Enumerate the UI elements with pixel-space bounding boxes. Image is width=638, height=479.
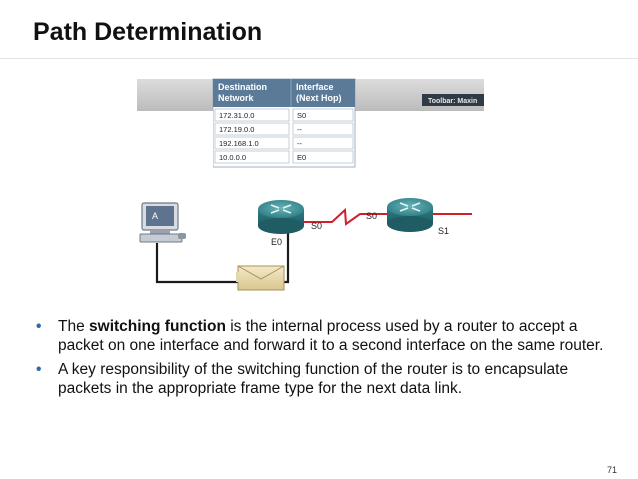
- table-cell: 172.31.0.0: [219, 111, 254, 120]
- bullet-item: • The switching function is the internal…: [36, 317, 606, 355]
- table-cell: --: [297, 125, 302, 134]
- table-cell: E0: [297, 153, 306, 162]
- router-2-icon: [387, 198, 433, 232]
- bullet-list: • The switching function is the internal…: [36, 317, 606, 403]
- router-1-icon: [258, 200, 304, 234]
- computer-icon: A: [139, 202, 186, 243]
- title-divider: [0, 58, 638, 59]
- header-destination-line1: Destination: [218, 82, 267, 92]
- table-header: [213, 79, 355, 107]
- toolbar-label: Toolbar: Maxin: [428, 98, 477, 105]
- table-cell: S0: [297, 111, 306, 120]
- table-cell: 10.0.0.0: [219, 153, 246, 162]
- table-cell: 172.19.0.0: [219, 125, 254, 134]
- router-1-s0-label: S0: [311, 221, 322, 231]
- bullet-item: • A key responsibility of the switching …: [36, 360, 606, 398]
- table-cell: --: [297, 139, 302, 148]
- serial-link: [302, 207, 472, 226]
- bullet-dot: •: [36, 361, 42, 378]
- envelope-icon: [236, 265, 285, 291]
- table-row: 192.168.1.0 --: [214, 136, 354, 150]
- bullet-dot: •: [36, 318, 42, 335]
- header-interface-line2: (Next Hop): [296, 93, 342, 103]
- table-cell: 192.168.1.0: [219, 139, 259, 148]
- router-2-s1-label: S1: [438, 226, 449, 236]
- header-interface-line1: Interface: [296, 82, 334, 92]
- page-number: 71: [607, 465, 618, 475]
- host-label: A: [152, 211, 158, 221]
- header-destination-line2: Network: [218, 93, 255, 103]
- ethernet-cable: [155, 232, 290, 284]
- page-title: Path Determination: [33, 18, 263, 46]
- table-row: 10.0.0.0 E0: [214, 150, 354, 164]
- routing-table: Destination Network Interface (Next Hop)…: [212, 78, 356, 168]
- bullet-text: The switching function is the internal p…: [58, 318, 604, 354]
- bullet-text: A key responsibility of the switching fu…: [58, 361, 569, 397]
- router-2-s0-label: S0: [366, 211, 377, 221]
- router-1-e0-label: E0: [271, 237, 282, 247]
- table-row: 172.31.0.0 S0: [214, 108, 354, 122]
- network-figure: Toolbar: Maxin Destination Network Inter…: [137, 78, 484, 291]
- table-row: 172.19.0.0 --: [214, 122, 354, 136]
